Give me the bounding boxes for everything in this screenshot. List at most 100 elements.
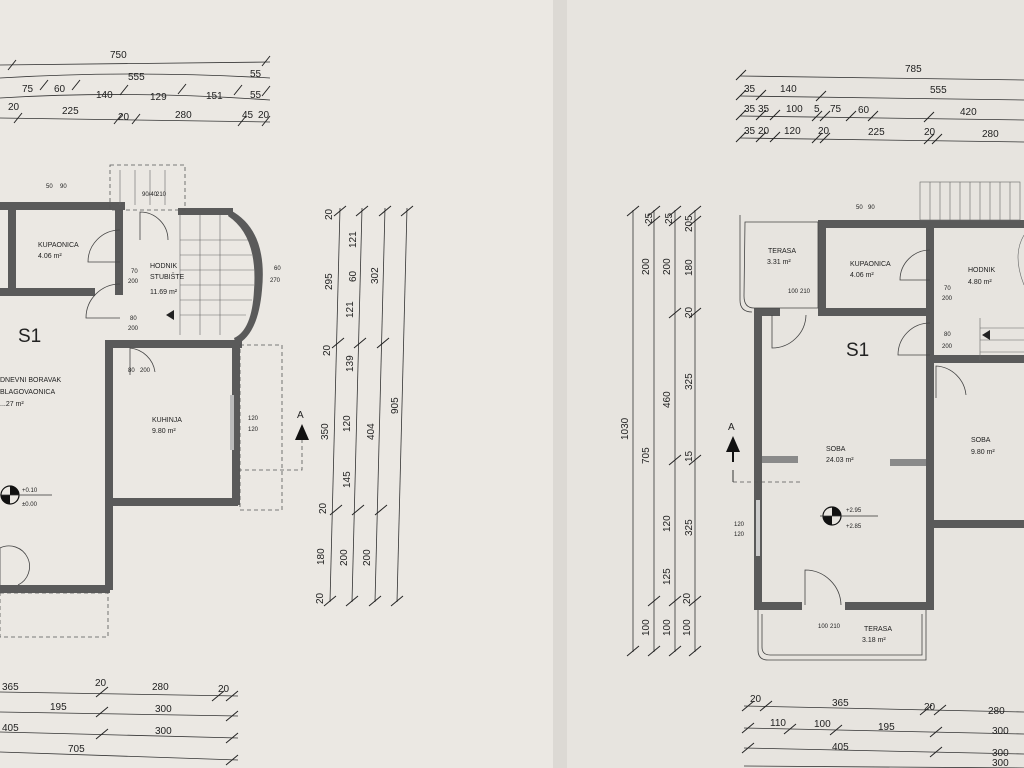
svg-text:100: 100: [641, 619, 652, 636]
svg-text:280: 280: [152, 682, 169, 693]
svg-text:1030: 1030: [620, 417, 631, 440]
svg-text:50: 50: [856, 205, 863, 211]
left-door-dims: 50 90 90/40 210 70 200 80 200 80 200 120…: [46, 184, 281, 433]
right-kupaonica-name: KUPAONICA: [850, 261, 891, 268]
svg-text:100: 100: [788, 289, 799, 295]
dim-129: 129: [150, 92, 167, 103]
svg-text:90/40: 90/40: [142, 192, 158, 198]
left-bottom-dimensions: 365 20 280 20 195 300 405 300 705: [0, 678, 239, 766]
left-unit-label: S1: [18, 326, 41, 347]
left-kupaonica-area: 4.06 m²: [38, 253, 62, 260]
svg-text:100: 100: [662, 619, 673, 636]
svg-text:15: 15: [684, 450, 695, 462]
svg-text:100: 100: [814, 719, 831, 730]
svg-text:60: 60: [274, 266, 281, 272]
svg-text:139: 139: [345, 355, 356, 372]
svg-text:120: 120: [784, 126, 801, 137]
right-terasa-bottom-name: TERASA: [864, 626, 892, 633]
right-unit-label: S1: [846, 340, 869, 361]
svg-text:20: 20: [322, 344, 333, 356]
svg-text:80: 80: [944, 332, 951, 338]
right-section-label: A: [728, 422, 735, 433]
dim-75: 75: [22, 84, 34, 95]
svg-text:270: 270: [270, 278, 281, 284]
svg-text:20: 20: [95, 678, 107, 689]
svg-text:195: 195: [878, 722, 895, 733]
right-details: A: [726, 181, 1024, 661]
svg-text:20: 20: [324, 208, 335, 220]
svg-text:140: 140: [780, 84, 797, 95]
right-soba-right-name: SOBA: [971, 437, 991, 444]
dim-750: 750: [110, 50, 127, 61]
right-level-bottom: +2.85: [846, 524, 862, 530]
svg-text:325: 325: [684, 373, 695, 390]
svg-text:121: 121: [348, 231, 359, 248]
left-sheet: [0, 0, 560, 768]
svg-text:205: 205: [684, 215, 695, 232]
svg-text:110: 110: [770, 718, 786, 729]
dim-140: 140: [96, 90, 113, 101]
dim-151: 151: [206, 91, 223, 102]
svg-text:120: 120: [662, 515, 673, 532]
left-kuhinja-area: 9.80 m²: [152, 428, 176, 435]
svg-text:75: 75: [830, 104, 842, 115]
svg-text:210: 210: [156, 192, 167, 198]
svg-text:300: 300: [155, 726, 172, 737]
svg-text:200: 200: [641, 258, 652, 275]
right-level-top: +2.95: [846, 508, 862, 514]
dim-20b: 20: [118, 112, 130, 123]
svg-text:300: 300: [155, 704, 172, 715]
svg-text:200: 200: [128, 279, 139, 285]
right-soba-main-area: 24.03 m²: [826, 457, 854, 464]
svg-text:195: 195: [50, 702, 67, 713]
svg-text:70: 70: [131, 269, 138, 275]
left-level-bottom: ±0.00: [22, 502, 38, 508]
svg-text:120: 120: [734, 532, 745, 538]
right-terasa-top-name: TERASA: [768, 248, 796, 255]
svg-text:60: 60: [348, 270, 359, 282]
dim-20c: 20: [258, 110, 270, 121]
left-dnevni-name: DNEVNI BORAVAK: [0, 377, 62, 384]
svg-text:460: 460: [662, 391, 673, 408]
svg-text:80: 80: [130, 316, 137, 322]
svg-text:20: 20: [750, 694, 762, 705]
dim-20a: 20: [8, 102, 20, 113]
dim-60: 60: [54, 84, 66, 95]
left-dnevni-name2: BLAGOVAONICA: [0, 389, 55, 396]
svg-text:25: 25: [644, 212, 655, 224]
svg-text:200: 200: [140, 368, 151, 374]
dim-555: 555: [128, 72, 145, 83]
svg-text:20: 20: [682, 592, 693, 604]
right-kupaonica-area: 4.06 m²: [850, 272, 874, 279]
svg-text:420: 420: [960, 107, 977, 118]
svg-text:100: 100: [786, 104, 803, 115]
svg-text:20: 20: [218, 684, 230, 695]
svg-text:20: 20: [315, 592, 326, 604]
svg-text:365: 365: [2, 682, 19, 693]
svg-text:302: 302: [370, 267, 381, 284]
svg-text:20: 20: [684, 306, 695, 318]
right-terasa-top-area: 3.31 m²: [767, 259, 791, 266]
svg-text:125: 125: [662, 568, 673, 585]
left-dnevni-area: ...27 m²: [0, 401, 24, 408]
svg-text:350: 350: [320, 423, 331, 440]
svg-text:210: 210: [830, 624, 841, 630]
svg-text:300: 300: [992, 758, 1009, 768]
svg-text:365: 365: [832, 698, 849, 709]
svg-text:200: 200: [662, 258, 673, 275]
right-level-mark: +2.95 +2.85: [820, 506, 878, 530]
svg-text:280: 280: [988, 706, 1005, 717]
right-vertical-dimensions: 1030 705 100 200 460 125 100 25 200 20 1…: [620, 205, 702, 657]
left-hodnik-name: HODNIK: [150, 263, 178, 270]
svg-text:200: 200: [942, 296, 953, 302]
left-room-labels: KUPAONICA 4.06 m² HODNIK STUBIŠTE 11.69 …: [0, 242, 185, 435]
left-kuhinja-name: KUHINJA: [152, 417, 182, 424]
svg-text:60: 60: [858, 105, 870, 116]
svg-text:20: 20: [924, 702, 936, 713]
svg-text:100: 100: [682, 619, 693, 636]
svg-text:180: 180: [316, 548, 327, 565]
svg-text:200: 200: [942, 344, 953, 350]
dim-55a: 55: [250, 69, 262, 80]
left-details: A: [0, 164, 309, 638]
svg-text:145: 145: [342, 471, 353, 488]
